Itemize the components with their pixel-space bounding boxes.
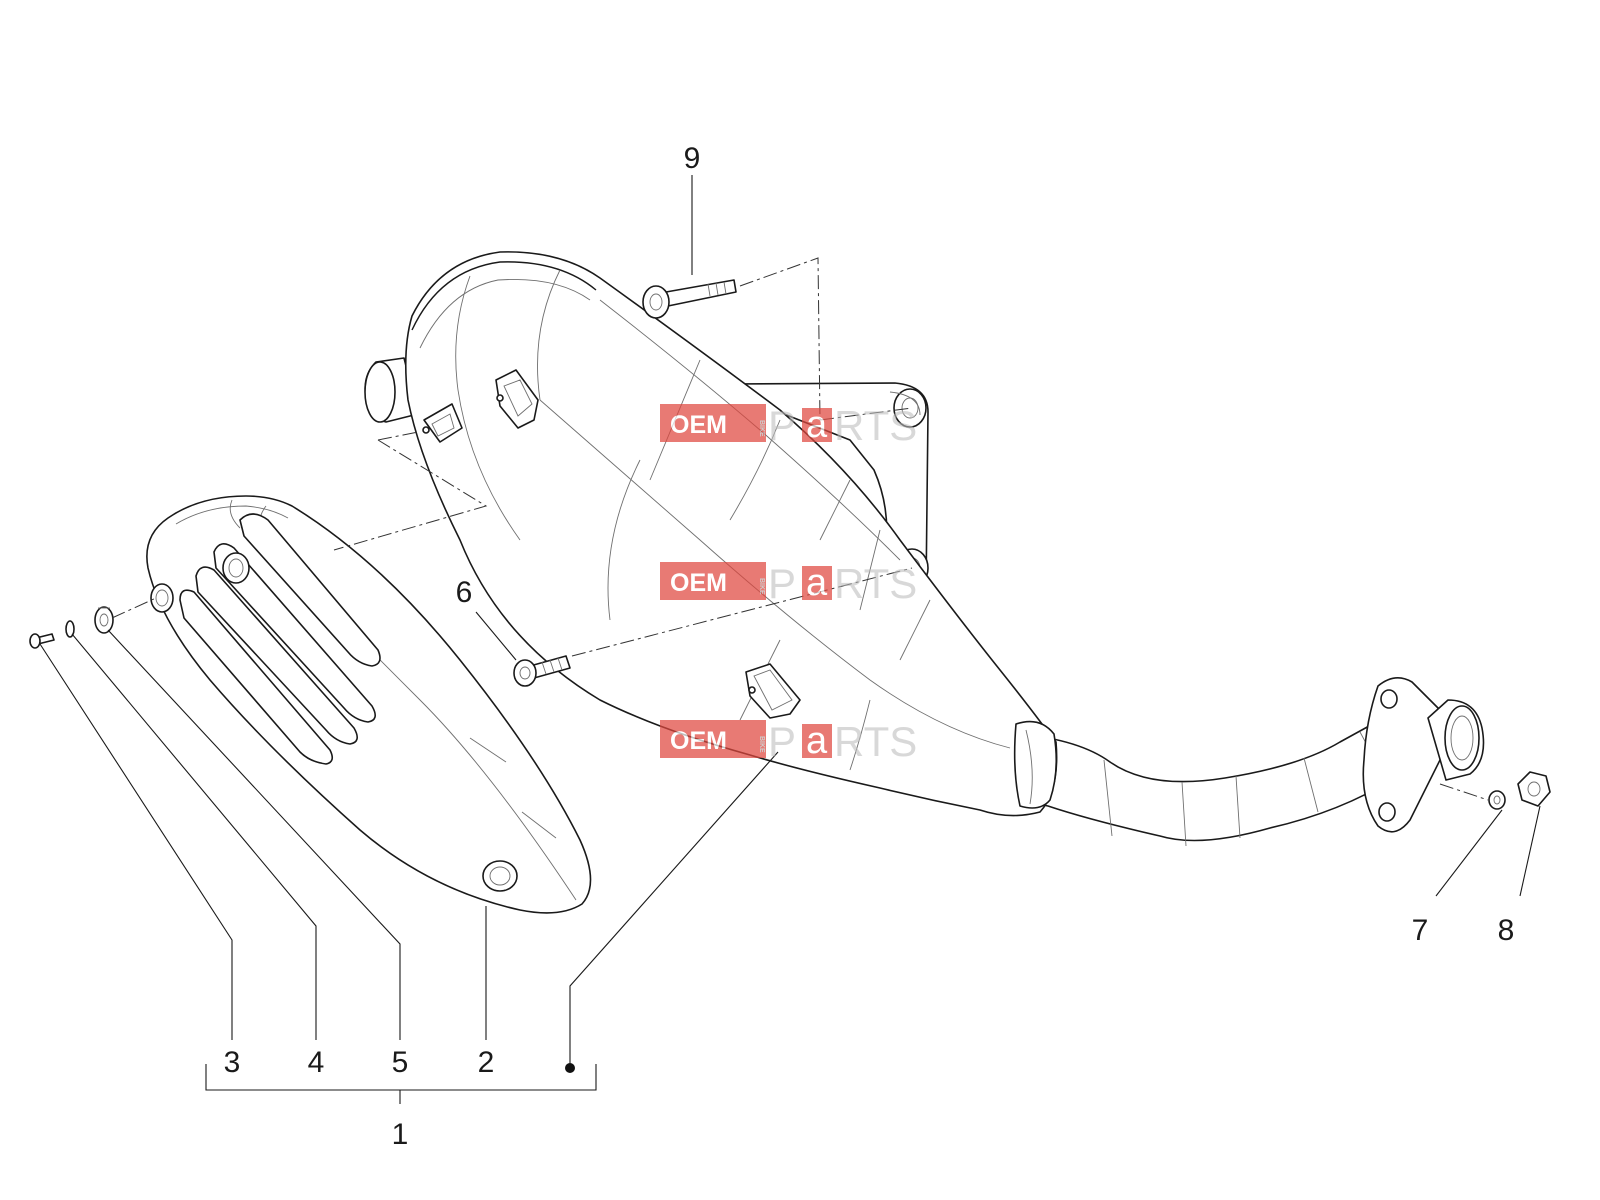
heat-shield-cover: [146, 495, 592, 914]
callout-2: 2: [478, 1046, 495, 1079]
watermark-top: OEM BIKE P a RTS: [660, 402, 917, 449]
callout-8: 8: [1498, 914, 1515, 947]
cover-vent-slots: [179, 513, 381, 765]
callout-1: 1: [392, 1118, 409, 1151]
svg-text:OEM: OEM: [670, 411, 727, 439]
exhaust-pipe: [1019, 677, 1485, 847]
callout-9: 9: [684, 142, 701, 175]
leader-lines: [39, 175, 1541, 1104]
svg-text:P: P: [768, 718, 796, 765]
callout-3: 3: [224, 1046, 241, 1079]
callout-5: 5: [392, 1046, 409, 1079]
bolt-part-9: [642, 279, 737, 319]
svg-text:P: P: [768, 560, 796, 607]
svg-text:OEM: OEM: [670, 727, 727, 755]
svg-text:RTS: RTS: [834, 718, 917, 765]
assembly-lines: [111, 257, 1489, 801]
svg-text:a: a: [806, 720, 828, 762]
watermark-bottom: OEM BIKE P a RTS: [660, 718, 917, 765]
svg-text:OEM: OEM: [670, 569, 727, 597]
svg-text:BIKE: BIKE: [758, 420, 765, 437]
washer-part-4: [65, 620, 75, 638]
svg-text:P: P: [768, 402, 796, 449]
clip-lower: [745, 663, 801, 719]
svg-text:BIKE: BIKE: [758, 736, 765, 753]
grommet-part-5: [94, 606, 114, 634]
watermark-middle: OEM BIKE P a RTS: [660, 560, 917, 607]
svg-text:BIKE: BIKE: [758, 578, 765, 595]
svg-text:a: a: [806, 562, 828, 604]
washer-part-7: [1488, 790, 1506, 810]
callout-4: 4: [308, 1046, 325, 1079]
callout-7: 7: [1412, 914, 1429, 947]
svg-text:RTS: RTS: [834, 560, 917, 607]
svg-text:RTS: RTS: [834, 402, 917, 449]
callout-6: 6: [456, 576, 473, 609]
clip-upper: [495, 369, 539, 429]
callouts: 9 6 3 4 5 2 1 7 8: [224, 142, 1515, 1151]
nut-part-8: [1517, 771, 1551, 807]
assembly-dot: [565, 1063, 575, 1073]
screw-part-6: [513, 655, 571, 687]
screw-part-3: [29, 633, 55, 649]
svg-text:a: a: [806, 404, 828, 446]
clip-left: [422, 403, 463, 443]
